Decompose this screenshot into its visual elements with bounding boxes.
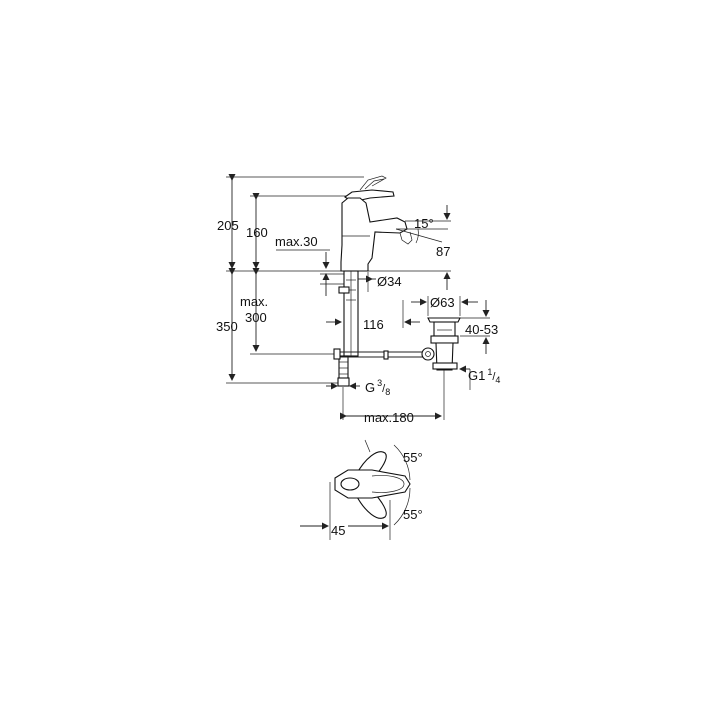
angle-55-top-label: 55° bbox=[403, 450, 423, 465]
faucet-body bbox=[340, 197, 413, 272]
angle-55-bottom-label: 55° bbox=[403, 507, 423, 522]
dim-87-label: 87 bbox=[436, 244, 450, 259]
plan-view: 55° 55° 45 bbox=[300, 439, 423, 540]
dia-63-label: Ø63 bbox=[430, 295, 455, 310]
popup-waste bbox=[421, 317, 461, 420]
dim-116-label: 116 bbox=[363, 317, 384, 332]
dim-4053-label: 40-53 bbox=[465, 322, 498, 337]
dim-max30-label: max.30 bbox=[275, 234, 318, 249]
mounting-shank bbox=[338, 270, 359, 357]
dim-max180-label: max.180 bbox=[364, 410, 414, 425]
dim-300-label: 300 bbox=[245, 310, 267, 325]
flex-hose bbox=[337, 355, 350, 420]
dim-160-label: 160 bbox=[246, 225, 268, 240]
angle-15-label: 15° bbox=[414, 216, 434, 231]
dim-max-label: max. bbox=[240, 294, 268, 309]
popup-rod bbox=[333, 348, 430, 360]
dim-350-label: 350 bbox=[216, 319, 238, 334]
side-elevation: 15° 87 max.30 Ø34 bbox=[216, 174, 500, 425]
dia-34-label: Ø34 bbox=[377, 274, 402, 289]
dim-45-label: 45 bbox=[331, 523, 345, 538]
dim-205-label: 205 bbox=[217, 218, 239, 233]
